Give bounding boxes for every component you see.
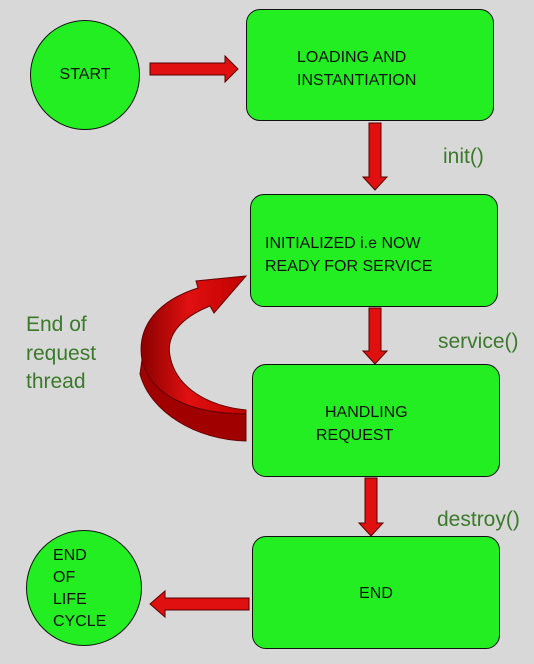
end-of-life-cycle-node: END OF LIFE CYCLE	[26, 530, 142, 646]
loading-line-1: LOADING AND	[297, 49, 407, 66]
handling-request-node: HANDLING REQUEST	[252, 364, 500, 477]
init-label: init()	[443, 145, 484, 168]
service-label: service()	[438, 330, 519, 353]
handling-line-2: REQUEST	[316, 427, 394, 445]
loop-label-line-2: request	[26, 341, 97, 365]
loop-arrow-handling-to-initialized	[139, 275, 248, 442]
destroy-label: destroy()	[437, 508, 520, 531]
start-label: START	[59, 66, 111, 84]
arrow-loading-to-initialized	[361, 122, 389, 191]
arrow-initialized-to-handling	[361, 307, 389, 365]
arrow-end-to-end-of-life	[149, 589, 250, 619]
loading-line-2: INSTANTIATION	[297, 72, 417, 90]
initialized-line-2: READY FOR SERVICE	[265, 258, 433, 276]
end-of-life-line-1: END	[53, 547, 87, 564]
end-of-life-line-3: LIFE	[53, 591, 87, 609]
loop-label-line-1: End of	[26, 313, 87, 336]
handling-line-1: HANDLING	[325, 404, 408, 421]
end-of-request-thread-label: End of request thread	[26, 311, 96, 397]
end-of-life-line-4: CYCLE	[53, 613, 107, 631]
arrow-start-to-loading	[149, 54, 239, 84]
end-of-life-line-2: OF	[53, 569, 76, 587]
initialized-node: INITIALIZED i.e NOW READY FOR SERVICE	[250, 194, 498, 307]
end-label: END	[359, 584, 393, 602]
start-node: START	[30, 20, 140, 130]
end-node: END	[252, 536, 500, 649]
arrow-handling-to-end	[357, 477, 385, 537]
initialized-line-1: INITIALIZED i.e NOW	[265, 235, 421, 252]
loop-label-line-3: thread	[26, 370, 86, 394]
loading-instantiation-node: LOADING AND INSTANTIATION	[246, 9, 494, 121]
